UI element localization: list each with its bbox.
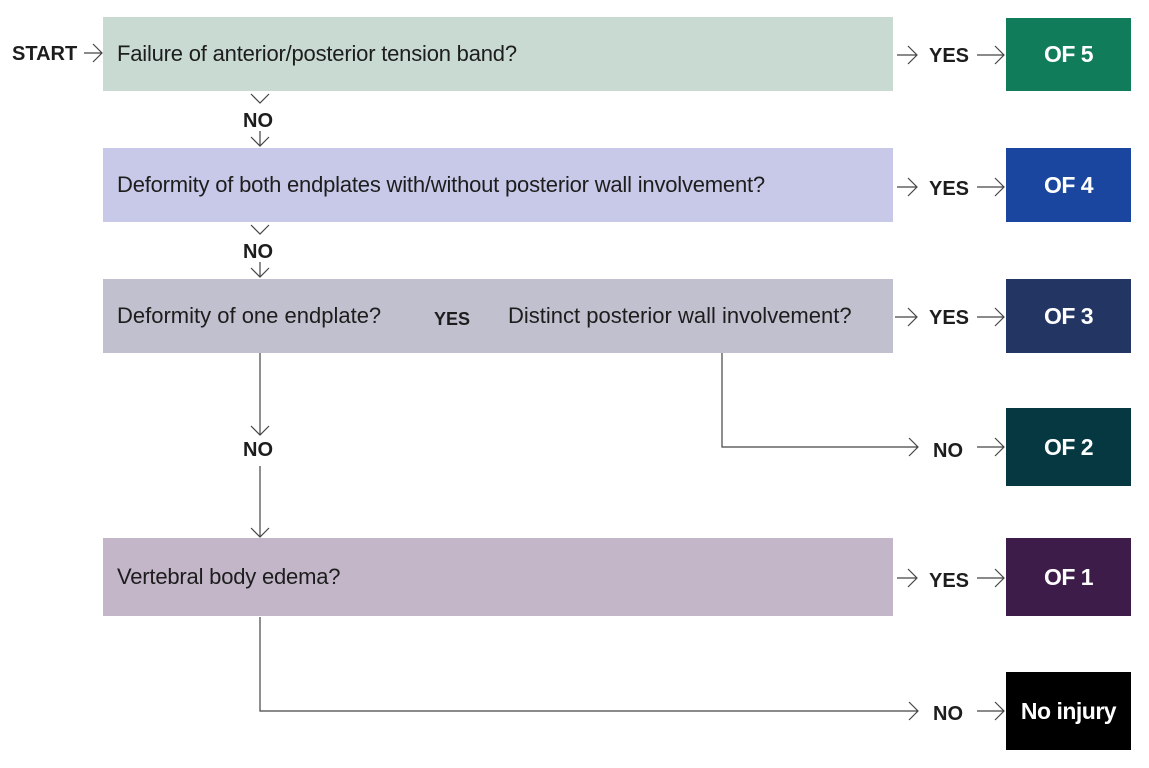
outcome-of3-label: OF 3	[1043, 302, 1094, 329]
outcome-of3: OF 3	[1006, 279, 1131, 353]
q3b-no-label: NO	[933, 440, 963, 462]
q1-yes-label: YES	[929, 45, 970, 67]
q3-yes-label: YES	[929, 307, 970, 329]
outcome-no-injury: No injury	[1006, 672, 1131, 750]
q2-yes-arrow-in	[897, 177, 918, 197]
outcome-no-injury-label: No injury	[1020, 697, 1117, 724]
outcome-of2: OF 2	[1006, 408, 1131, 486]
question-vertebral-edema: Vertebral body edema?	[103, 538, 893, 616]
q3-yes-arrow-in	[895, 307, 918, 327]
outcome-of4: OF 4	[1006, 148, 1131, 222]
q4-yes-arrow-out	[977, 568, 1005, 588]
start-arrow	[84, 43, 103, 63]
start-label: START	[12, 43, 78, 65]
outcome-of1-label: OF 1	[1043, 563, 1094, 590]
q1-yes-arrow-out	[977, 45, 1005, 65]
q3-no-line-top	[250, 353, 270, 436]
q1-no-arrow-top	[250, 93, 270, 104]
q3-inner-yes-label: YES	[434, 309, 471, 329]
q1-no-arrow-bottom	[250, 131, 270, 147]
q2-no-label: NO	[243, 241, 273, 263]
q3b-no-arrow-out	[977, 437, 1005, 457]
q3-yes-arrow-out	[977, 307, 1005, 327]
q3b-no-connector	[721, 353, 919, 457]
question-one-endplate-text: Deformity of one endplate?	[117, 303, 382, 328]
q4-yes-label: YES	[929, 570, 970, 592]
question-vertebral-edema-text: Vertebral body edema?	[117, 564, 341, 589]
q2-yes-label: YES	[929, 178, 970, 200]
outcome-of4-label: OF 4	[1043, 171, 1094, 198]
q1-no-label: NO	[243, 110, 273, 132]
outcome-of5-label: OF 5	[1043, 41, 1094, 67]
question-both-endplates-text: Deformity of both endplates with/without…	[117, 172, 765, 197]
q4-no-label: NO	[933, 703, 963, 725]
q1-yes-arrow-in	[897, 45, 918, 65]
outcome-of5: OF 5	[1006, 18, 1131, 91]
q2-no-arrow-bottom	[250, 262, 270, 278]
q4-no-connector	[259, 617, 919, 721]
question-tension-band: Failure of anterior/posterior tension ba…	[103, 17, 893, 91]
q4-yes-arrow-in	[897, 568, 918, 588]
question-posterior-wall-text: Distinct posterior wall involvement?	[508, 303, 852, 328]
question-tension-band-text: Failure of anterior/posterior tension ba…	[117, 41, 517, 66]
outcome-of2-label: OF 2	[1043, 433, 1094, 460]
question-one-endplate	[103, 279, 893, 353]
q3-no-label: NO	[243, 439, 273, 461]
q2-no-arrow-top	[250, 224, 270, 235]
q4-no-arrow-out	[977, 701, 1005, 721]
q2-yes-arrow-out	[977, 177, 1005, 197]
q3-no-line-bottom	[250, 466, 270, 538]
question-both-endplates: Deformity of both endplates with/without…	[103, 148, 893, 222]
outcome-of1: OF 1	[1006, 538, 1131, 616]
